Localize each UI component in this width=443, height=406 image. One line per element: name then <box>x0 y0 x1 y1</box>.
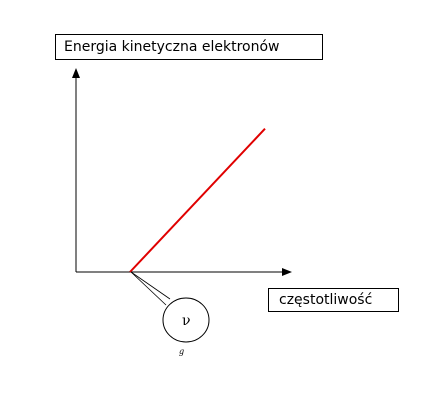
x-axis-arrow <box>282 268 292 276</box>
threshold-callout: ν g <box>130 271 210 356</box>
x-axis-label: częstotliwość <box>268 288 399 312</box>
y-axis-label: Energia kinetyczna elektronów <box>55 34 323 60</box>
threshold-subscript: g <box>179 347 184 356</box>
threshold-symbol: ν <box>182 313 191 329</box>
series-line <box>129 128 266 273</box>
y-axis-arrow <box>72 68 80 78</box>
